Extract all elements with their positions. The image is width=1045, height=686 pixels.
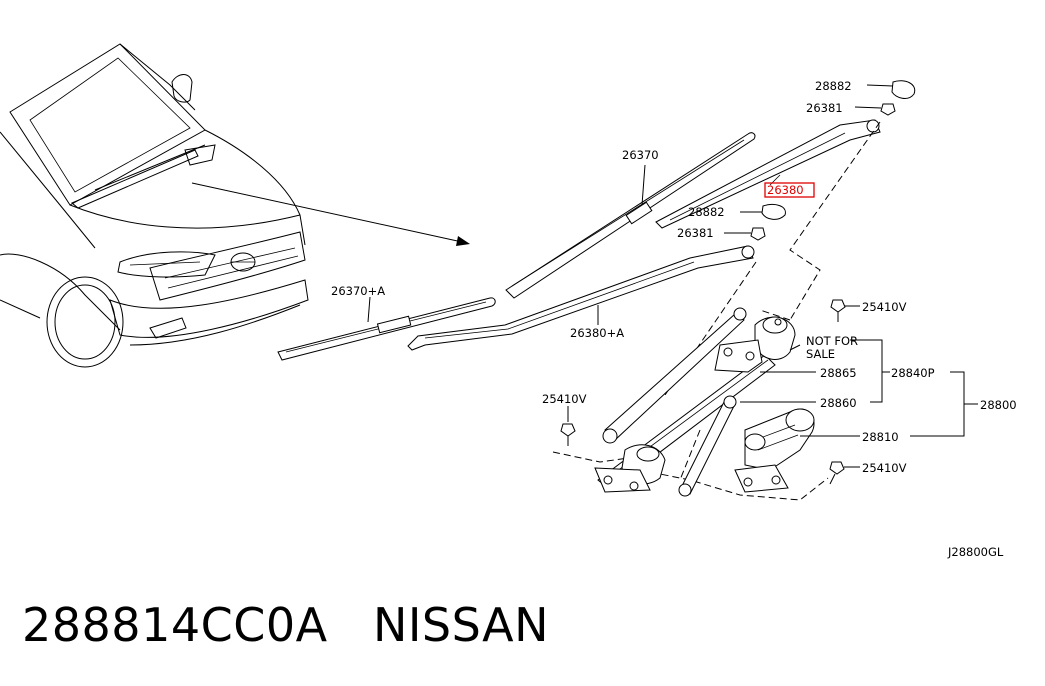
part-labels: 28882 26381 26370 26380 28882 26381 2637… bbox=[331, 79, 1017, 559]
wiper-blade-26370 bbox=[505, 132, 756, 299]
label-25410v-bottom: 25410V bbox=[862, 461, 907, 475]
highlight-26380-box bbox=[764, 182, 815, 198]
label-26380: 26380 bbox=[767, 183, 804, 197]
wiper-blade-26370a bbox=[277, 296, 496, 361]
label-28860: 28860 bbox=[820, 396, 857, 410]
leader-lines bbox=[740, 339, 978, 437]
bolt-25410v-right bbox=[830, 299, 860, 322]
label-26381-mid: 26381 bbox=[677, 226, 714, 240]
label-28882-top: 28882 bbox=[815, 79, 852, 93]
bolt-25410v-left bbox=[560, 406, 576, 446]
label-not-for: NOT FOR bbox=[806, 334, 858, 348]
wiper-linkage-28800 bbox=[552, 121, 881, 501]
diagram-code: J28800GL bbox=[947, 545, 1004, 559]
label-28865: 28865 bbox=[820, 366, 857, 380]
label-28882-mid: 28882 bbox=[688, 205, 725, 219]
label-25410v-right: 25410V bbox=[862, 300, 907, 314]
nut-26381-top bbox=[854, 103, 896, 116]
label-26380a: 26380+A bbox=[570, 326, 624, 340]
label-sale: SALE bbox=[806, 347, 835, 361]
label-25410v-left: 25410V bbox=[542, 392, 587, 406]
label-26370: 26370 bbox=[622, 148, 659, 162]
brand-name: NISSAN bbox=[372, 598, 550, 652]
label-26370a: 26370+A bbox=[331, 284, 385, 298]
label-28840p: 28840P bbox=[891, 366, 935, 380]
label-28800: 28800 bbox=[980, 398, 1017, 412]
pivot-cap-28882-top bbox=[866, 80, 916, 99]
label-26381-top: 26381 bbox=[806, 101, 843, 115]
label-28810: 28810 bbox=[862, 430, 899, 444]
car-front-illustration bbox=[0, 43, 470, 368]
wiper-arm-26380 bbox=[655, 119, 881, 229]
nut-26381-mid bbox=[724, 227, 766, 241]
part-caption: 288814CC0A NISSAN bbox=[22, 598, 549, 652]
wiper-arm-26380a bbox=[407, 245, 755, 351]
bolt-25410v-bottom bbox=[829, 461, 860, 485]
pivot-cap-28882-mid bbox=[740, 203, 786, 220]
part-number: 288814CC0A bbox=[22, 598, 328, 652]
